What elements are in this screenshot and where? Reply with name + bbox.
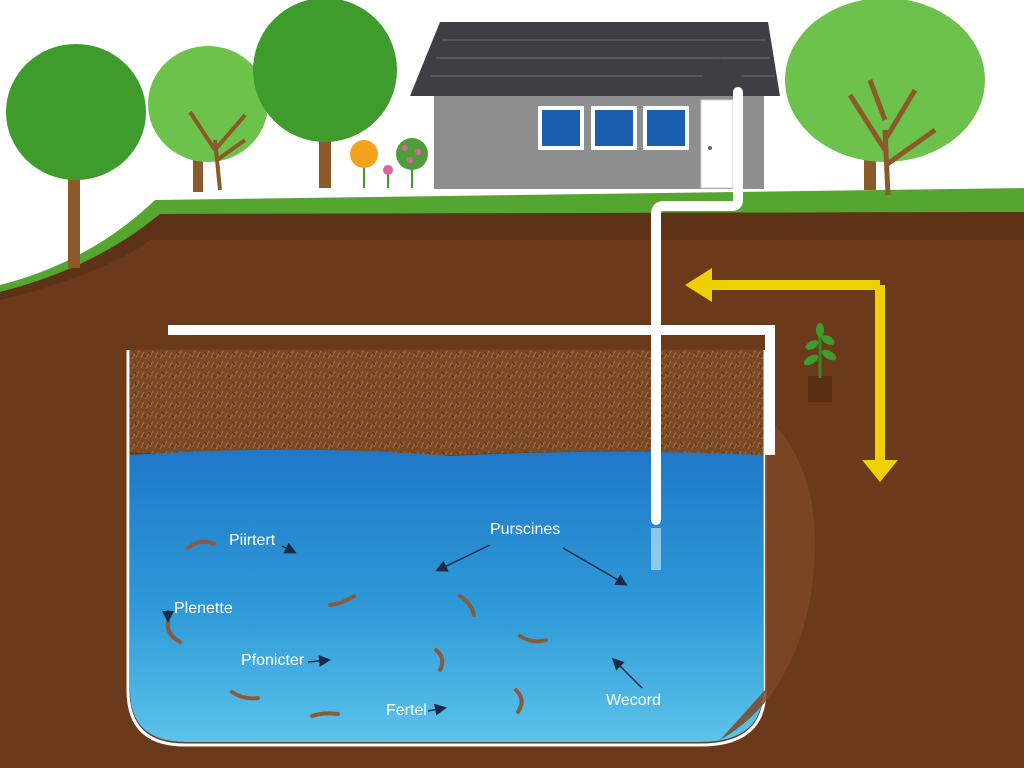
tree-icon: [785, 0, 985, 196]
tree-icon: [253, 0, 397, 188]
grass-strip: [0, 188, 1024, 292]
label-wecord: Wecord: [606, 692, 661, 709]
potted-plant-icon: [803, 323, 837, 402]
water-body: [130, 449, 763, 742]
drainfield-halo: [720, 420, 815, 740]
label-plenette: Plenette: [174, 600, 233, 617]
inlet-pipe: [651, 87, 743, 525]
window: [643, 106, 689, 150]
door: [700, 99, 734, 189]
label-purifier: Piirtert: [229, 532, 276, 549]
topsoil-band: [0, 212, 1024, 300]
label-fertel: Fertel: [386, 702, 427, 719]
label-pronicter: Pfonicter: [241, 652, 305, 669]
house-icon: [410, 22, 780, 189]
distribution-pipe: [168, 325, 775, 455]
label-arrows: [162, 542, 643, 716]
gravel-layer: [130, 350, 763, 458]
window: [538, 106, 584, 150]
flower-icon: [383, 165, 393, 188]
tree-icon: [6, 44, 146, 268]
house-gable: [686, 58, 760, 92]
pipe-outlet-glow: [651, 528, 661, 570]
tank-outline: [126, 350, 767, 747]
tree-icon: [148, 46, 268, 192]
flow-arrow-icon: [685, 268, 898, 482]
label-purscines: Purscines: [490, 521, 560, 538]
worm-icon: [165, 539, 548, 718]
flower-icon: [396, 138, 428, 188]
flower-icon: [350, 140, 378, 188]
window: [591, 106, 637, 150]
